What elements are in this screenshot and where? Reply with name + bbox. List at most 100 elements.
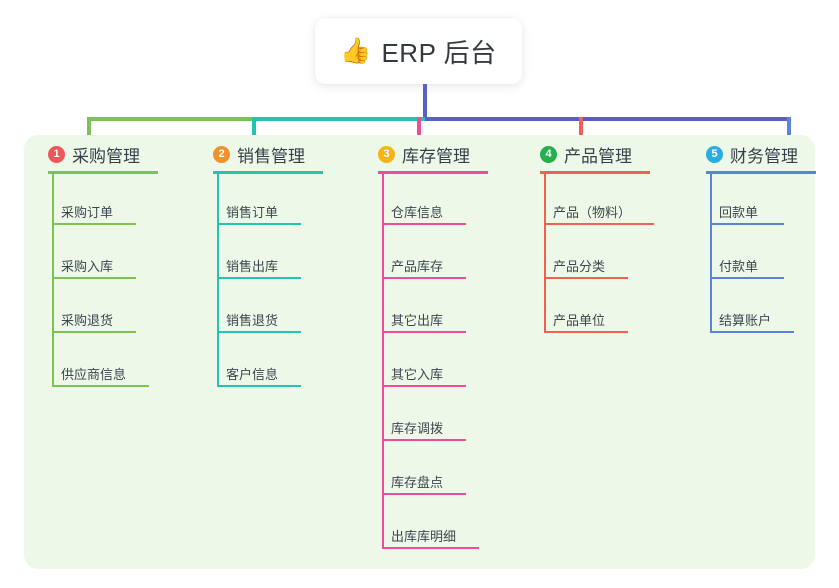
leaf-node-label: 供应商信息 (61, 367, 127, 382)
branch-column-4: 4 产品管理产品（物料） 产品分类产品单位 (528, 135, 654, 333)
leaf-node-label: 回款单 (719, 205, 759, 220)
branch-header-1[interactable]: 1 采购管理 (36, 141, 140, 167)
leaf-node-rule (544, 223, 654, 225)
branch-rule-2 (213, 171, 323, 174)
leaf-node[interactable]: 供应商信息 (52, 361, 149, 387)
leaf-node-rule (382, 385, 466, 387)
bus-segment-3 (425, 117, 791, 121)
branch-header-2[interactable]: 2 销售管理 (201, 141, 305, 167)
branch-spine-5 (710, 174, 712, 333)
leaf-node-rule (52, 223, 136, 225)
leaf-node-label: 库存调拨 (391, 421, 444, 436)
leaf-node-label: 出库库明细 (391, 529, 457, 544)
leaf-node-rule (217, 223, 301, 225)
branch-title-3: 库存管理 (402, 146, 470, 166)
leaf-node-label: 产品（物料） (553, 205, 632, 220)
leaf-node-label: 仓库信息 (391, 205, 444, 220)
branch-header-5[interactable]: 5 财务管理 (694, 141, 798, 167)
branch-title-4: 产品管理 (564, 146, 632, 166)
branch-spine-4 (544, 174, 546, 333)
leaf-node-label: 采购退货 (61, 313, 114, 328)
leaf-node[interactable]: 其它入库 (382, 361, 466, 387)
branch-header-4[interactable]: 4 产品管理 (528, 141, 632, 167)
branch-badge-1: 1 (48, 145, 65, 163)
branch-badge-5: 5 (706, 145, 723, 163)
leaf-node-rule (52, 331, 136, 333)
leaf-node-label: 销售退货 (226, 313, 279, 328)
branch-spine-3 (382, 174, 384, 549)
leaf-node-label: 销售订单 (226, 205, 279, 220)
branch-rule-5 (706, 171, 816, 174)
leaf-node[interactable]: 销售出库 (217, 253, 301, 279)
leaf-node[interactable]: 库存盘点 (382, 469, 466, 495)
leaf-node-rule (52, 385, 149, 387)
leaf-node[interactable]: 出库库明细 (382, 523, 479, 549)
leaf-node-rule (710, 277, 784, 279)
branch-rule-4 (540, 171, 650, 174)
branch-spine-2 (217, 174, 219, 387)
leaf-node-label: 付款单 (719, 259, 759, 274)
leaf-node-rule (710, 223, 784, 225)
root-node-card[interactable]: 👍 ERP 后台 (315, 18, 522, 84)
leaf-node-rule (217, 277, 301, 279)
thumbs-up-icon: 👍 (340, 36, 372, 65)
leaf-node-label: 其它出库 (391, 313, 444, 328)
root-node-title: ERP 后台 (381, 37, 497, 68)
leaf-node-rule (382, 277, 466, 279)
leaf-node[interactable]: 产品单位 (544, 307, 628, 333)
leaf-node[interactable]: 销售退货 (217, 307, 301, 333)
leaf-node[interactable]: 客户信息 (217, 361, 301, 387)
leaf-node-rule (544, 277, 628, 279)
leaf-node-label: 销售出库 (226, 259, 279, 274)
leaf-node-label: 结算账户 (719, 313, 772, 328)
leaf-node[interactable]: 库存调拨 (382, 415, 466, 441)
branch-rule-1 (48, 171, 158, 174)
bus-segment-2 (253, 117, 425, 121)
leaf-node-rule (382, 439, 466, 441)
leaf-node-rule (217, 331, 301, 333)
leaf-node[interactable]: 结算账户 (710, 307, 794, 333)
branch-title-5: 财务管理 (730, 146, 798, 166)
leaf-node[interactable]: 仓库信息 (382, 199, 466, 225)
leaf-node[interactable]: 销售订单 (217, 199, 301, 225)
leaf-node-label: 库存盘点 (391, 475, 444, 490)
leaf-node[interactable]: 付款单 (710, 253, 784, 279)
leaf-node[interactable]: 采购退货 (52, 307, 136, 333)
leaf-node-label: 产品分类 (553, 259, 606, 274)
branch-badge-3: 3 (378, 145, 395, 163)
leaf-node-label: 采购入库 (61, 259, 114, 274)
branch-column-1: 1 采购管理采购订单采购入库采购退货供应商信息 (36, 135, 158, 387)
branch-column-2: 2 销售管理销售订单销售出库销售退货客户信息 (201, 135, 323, 387)
branch-badge-4: 4 (540, 145, 557, 163)
leaf-node-rule (52, 277, 136, 279)
leaf-node[interactable]: 产品库存 (382, 253, 466, 279)
leaf-node[interactable]: 产品分类 (544, 253, 628, 279)
leaf-node-label: 产品单位 (553, 313, 606, 328)
leaf-node-rule (382, 547, 479, 549)
leaf-node-rule (382, 493, 466, 495)
branch-title-1: 采购管理 (72, 146, 140, 166)
leaf-node-rule (382, 331, 466, 333)
branch-header-3[interactable]: 3 库存管理 (366, 141, 470, 167)
branch-badge-2: 2 (213, 145, 230, 163)
branch-column-3: 3 库存管理仓库信息产品库存其它出库其它入库库存调拨库存盘点出库库明细 (366, 135, 488, 549)
leaf-node-label: 产品库存 (391, 259, 444, 274)
leaf-node[interactable]: 回款单 (710, 199, 784, 225)
leaf-node[interactable]: 其它出库 (382, 307, 466, 333)
leaf-node-rule (217, 385, 301, 387)
branches-panel: 1 采购管理采购订单采购入库采购退货供应商信息 2 销售管理销售订单销售出库销售退货客… (24, 135, 816, 569)
leaf-node-rule (544, 331, 628, 333)
branch-rule-3 (378, 171, 488, 174)
leaf-node-rule (710, 331, 794, 333)
branch-column-5: 5 财务管理回款单付款单结算账户 (694, 135, 816, 333)
leaf-node-label: 客户信息 (226, 367, 279, 382)
leaf-node[interactable]: 采购入库 (52, 253, 136, 279)
branch-spine-1 (52, 174, 54, 387)
leaf-node[interactable]: 采购订单 (52, 199, 136, 225)
trunk-connector (423, 84, 427, 119)
leaf-node-label: 其它入库 (391, 367, 444, 382)
leaf-node-label: 采购订单 (61, 205, 114, 220)
branch-title-2: 销售管理 (237, 146, 305, 166)
leaf-node[interactable]: 产品（物料） (544, 199, 654, 225)
